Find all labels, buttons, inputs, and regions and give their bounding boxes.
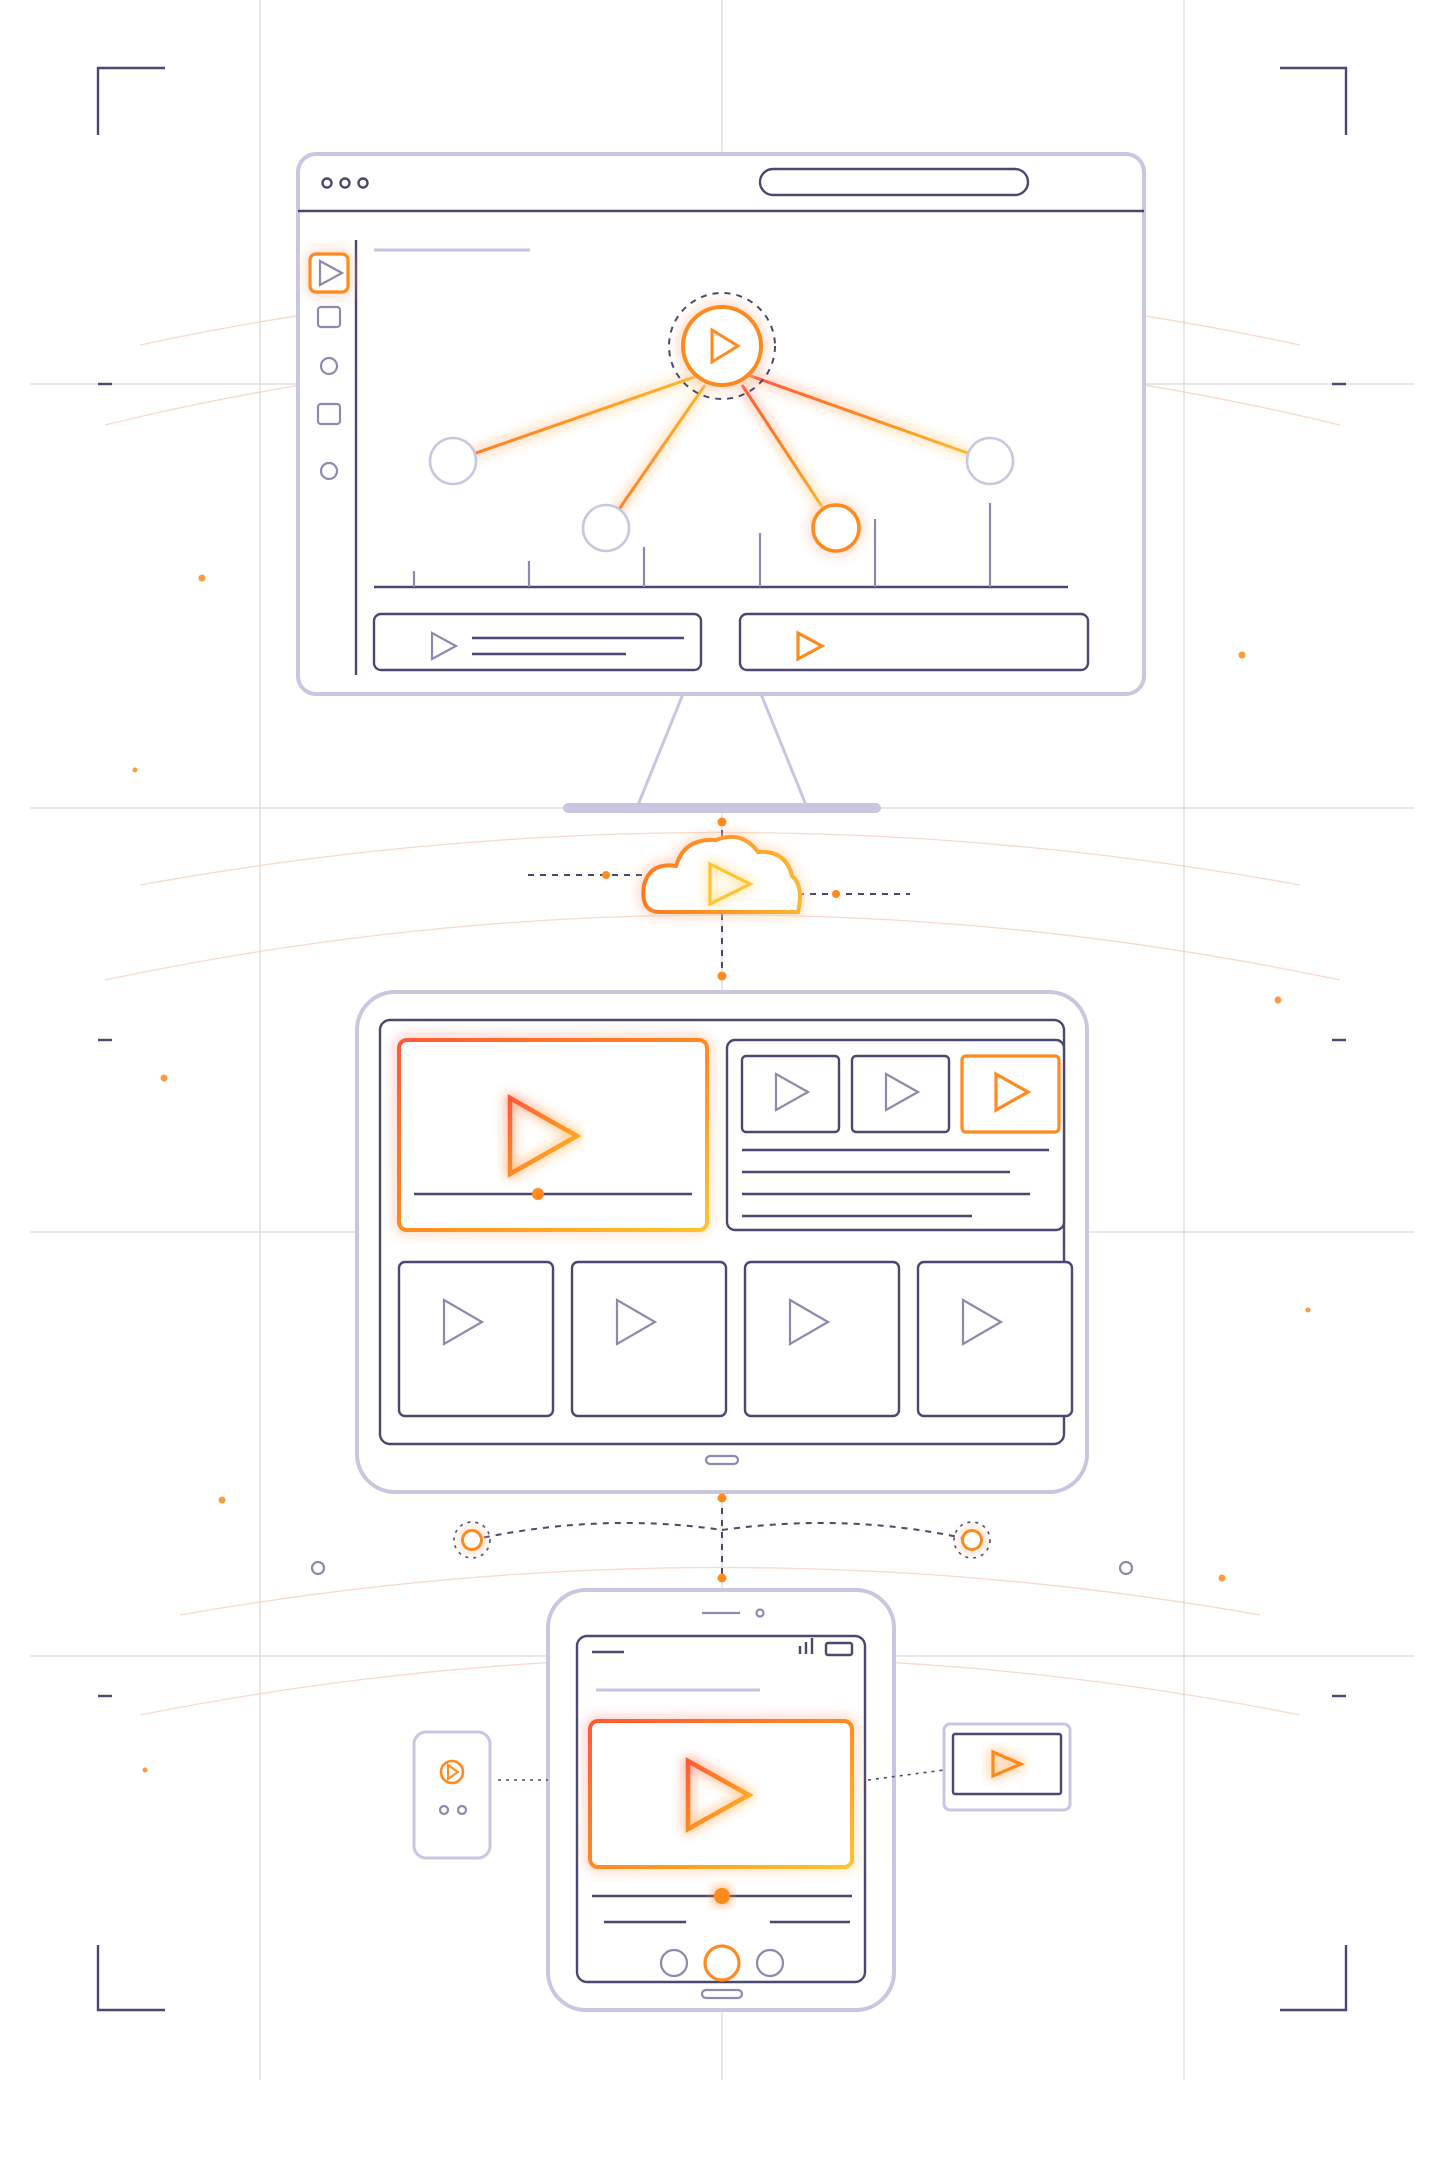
bar-ticks [374,503,1068,589]
watch-frame [412,1730,492,1860]
play-icon [796,630,826,662]
prev-button[interactable] [659,1948,689,1978]
tablet-side-panel [725,1038,1066,1232]
thumb-1[interactable] [740,1054,841,1134]
sparkle-dots [132,574,1311,1773]
sidebar-item-circle[interactable] [319,356,339,376]
monitor-frame [296,152,1146,696]
hub-node-3-active [811,503,861,553]
sidebar-item-square[interactable] [316,305,342,329]
watch-play-button[interactable] [439,1759,465,1785]
hub-node-4 [965,436,1015,486]
monitor-card-2[interactable] [738,612,1090,672]
device-connectors [453,1493,991,1583]
camera-dot [755,1608,765,1618]
seek-knob[interactable] [532,1188,544,1200]
hub-node-2 [581,503,631,553]
network-graph [428,292,1015,553]
play-icon [884,1072,921,1112]
cloud-sync [528,817,910,1008]
play-icon [991,1749,1026,1779]
play-icon [615,1298,658,1346]
tile-4[interactable] [916,1260,1074,1418]
hub-orbit [668,292,776,400]
phone-video-player[interactable] [588,1719,854,1869]
play-icon [961,1298,1004,1346]
battery-icon [824,1641,854,1657]
address-bar[interactable] [758,167,1030,197]
tablet-featured-player[interactable] [397,1038,709,1232]
phone-seek-knob[interactable] [714,1888,730,1904]
thumb-2[interactable] [850,1054,951,1134]
play-icon [774,1072,811,1112]
sidebar-item-square-2[interactable] [316,402,342,426]
tile-3[interactable] [743,1260,901,1418]
tv-display[interactable] [951,1732,1063,1796]
monitor-sidebar [308,240,358,675]
connector-node-left [461,1529,483,1551]
sidebar-item-circle-2[interactable] [319,461,339,481]
next-button[interactable] [755,1948,785,1978]
tile-2[interactable] [570,1260,728,1418]
play-pause-button[interactable] [703,1944,741,1982]
play-icon [430,631,459,661]
play-icon [708,861,754,907]
play-icon [447,1763,460,1781]
smartwatch [412,1730,548,1860]
play-icon [442,1298,485,1346]
monitor-card-1[interactable] [372,612,703,672]
tile-1[interactable] [397,1260,555,1418]
play-icon [788,1298,831,1346]
tablet-tile-grid [397,1260,1074,1418]
thumb-3-active[interactable] [960,1054,1061,1134]
window-dots-icon [321,177,369,189]
crop-marks [96,66,1348,2012]
tablet [355,990,1089,1494]
play-icon [710,327,741,365]
tv-screen [867,1722,1072,1812]
play-icon [318,259,345,287]
play-icon [994,1071,1032,1113]
desktop-monitor [296,152,1146,813]
play-icon [685,1757,754,1833]
connector-node-right [961,1529,983,1551]
home-button[interactable] [704,1454,740,1466]
phone-status-bar [592,1638,854,1657]
play-icon [507,1094,582,1178]
phone-home-indicator [700,1988,744,2000]
smartphone [546,1588,896,2012]
hub-node-1 [428,436,478,486]
cloud-play-icon [641,835,802,914]
hub-play-node[interactable] [681,305,763,387]
